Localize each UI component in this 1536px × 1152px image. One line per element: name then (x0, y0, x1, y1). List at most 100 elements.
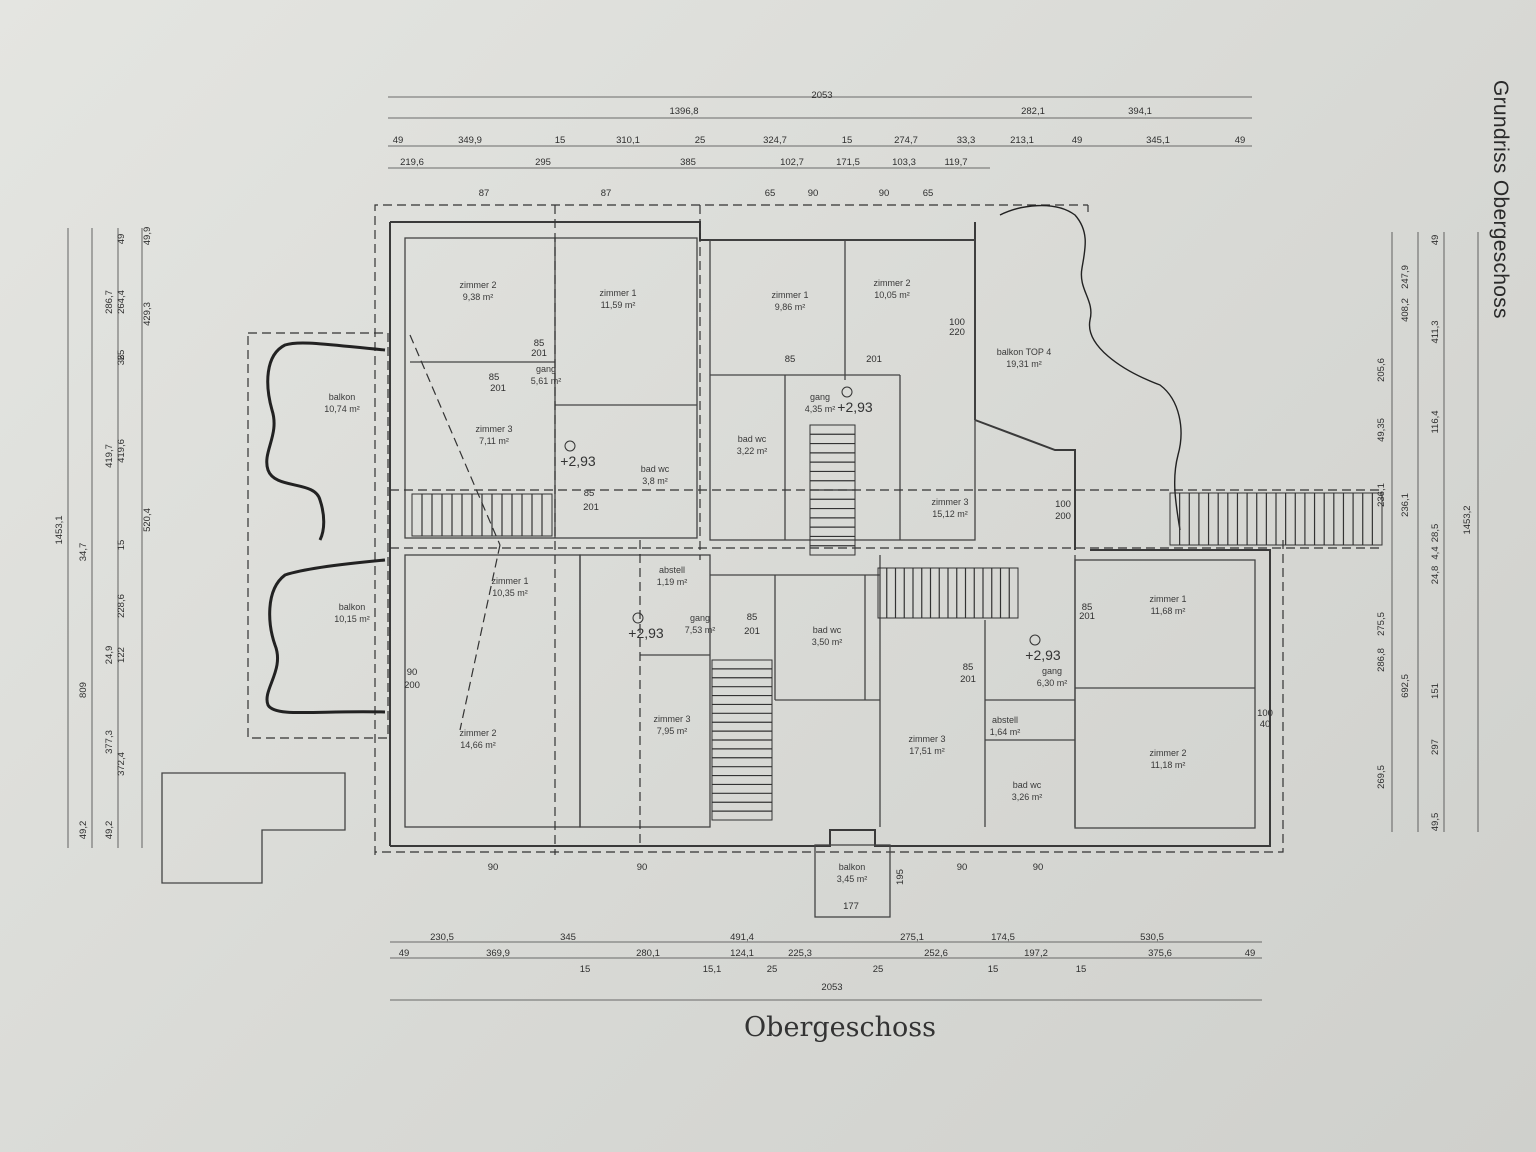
dim-opening: 90 (957, 862, 968, 873)
dim-top: 25 (695, 135, 706, 146)
room-area: 6,30 m² (1037, 678, 1068, 688)
dim-top: 49 (1072, 135, 1083, 146)
dim-opening: 90 (808, 188, 819, 199)
dim-bottom: 197,2 (1024, 948, 1048, 959)
door-size: 85 (785, 354, 796, 365)
dim-bottom: 225,3 (788, 948, 812, 959)
dim-left: 377,3 (104, 730, 115, 754)
door-size: 100 (1055, 499, 1071, 510)
room-name: abstell (659, 565, 685, 575)
dim-left-b: 264,4 (116, 290, 127, 314)
dim-bottom: 345 (560, 932, 576, 943)
door-size: 200 (404, 680, 420, 691)
dim-top: 103,3 (892, 157, 916, 168)
dim-left: 15 (116, 540, 127, 551)
room-area: 10,74 m² (324, 404, 360, 414)
dim-bottom: 25 (767, 964, 778, 975)
dim-top: 1396,8 (669, 106, 698, 117)
dim-bottom: 15 (580, 964, 591, 975)
room-name: gang (536, 364, 556, 374)
dim-left: 809 (78, 682, 89, 698)
dim-left: 24,9 (104, 646, 115, 665)
room-area: 19,31 m² (1006, 359, 1042, 369)
room-name: zimmer 3 (931, 497, 968, 507)
dim-right: 49,35 (1376, 418, 1387, 442)
dim-top: 213,1 (1010, 135, 1034, 146)
dim-top: 385 (680, 157, 696, 168)
floor-title: Obergeschoss (744, 1012, 936, 1043)
dim-top: 2053 (811, 90, 832, 101)
room-area: 3,8 m² (642, 476, 668, 486)
dim-top: 171,5 (836, 157, 860, 168)
dim-top: 349,9 (458, 135, 482, 146)
dim-top: 33,3 (957, 135, 976, 146)
level-value: +2,93 (837, 399, 873, 415)
door-size: 100 (949, 317, 965, 328)
dim-right: 269,5 (1376, 765, 1387, 789)
dim-right: 275,5 (1376, 612, 1387, 636)
dim-top: 282,1 (1021, 106, 1045, 117)
room-name: abstell (992, 715, 1018, 725)
dim-left: 520,4 (142, 508, 153, 532)
dimension-lines (67, 96, 1479, 1001)
dim-right: 286,8 (1376, 648, 1387, 672)
dim-left: 372,4 (116, 752, 127, 776)
dim-right: 1453,2 (1462, 505, 1473, 534)
room-area: 9,86 m² (775, 302, 806, 312)
dim-bottom: 530,5 (1140, 932, 1164, 943)
room-area: 11,18 m² (1151, 760, 1186, 770)
room-area: 7,11 m² (479, 436, 509, 446)
dim-right: 49 (1430, 235, 1441, 246)
dim-bottom: 275,1 (900, 932, 924, 943)
dim-top: 49 (1235, 135, 1246, 146)
room-name: bad wc (813, 625, 842, 635)
dim-left: 36 (116, 355, 127, 366)
room-area: 7,95 m² (657, 726, 688, 736)
room-name: balkon (839, 862, 866, 872)
dim-opening: 65 (765, 188, 776, 199)
level-marker-icon (564, 440, 576, 452)
dim-right: 247,9 (1400, 265, 1411, 289)
room-name: balkon TOP 4 (997, 347, 1052, 357)
room-name: zimmer 1 (771, 290, 808, 300)
room-name: bad wc (641, 464, 670, 474)
dashed-outlines (247, 204, 1380, 855)
room-area: 11,68 m² (1151, 606, 1186, 616)
room-name: zimmer 1 (599, 288, 636, 298)
dim-bottom: 15 (1076, 964, 1087, 975)
room-area: 14,66 m² (460, 740, 496, 750)
room-area: 9,38 m² (463, 292, 494, 302)
door-size: 90 (407, 667, 418, 678)
stairs (411, 424, 1383, 821)
door-size: 85 (534, 338, 545, 349)
dim-opening: 90 (637, 862, 648, 873)
dim-opening: 87 (479, 188, 490, 199)
dim-right: 49,5 (1430, 813, 1441, 832)
dim-top: 102,7 (780, 157, 804, 168)
room-area: 11,59 m² (601, 300, 636, 310)
dim-top: 295 (535, 157, 551, 168)
dim-right: 408,2 (1400, 298, 1411, 322)
dim-left: 286,7 (104, 290, 115, 314)
room-area: 3,22 m² (737, 446, 768, 456)
dim-left: 25 (116, 350, 127, 361)
dim-left-b: 49 (116, 234, 127, 245)
dim-left: 122 (116, 647, 127, 663)
door-size: 100 (1257, 708, 1273, 719)
dim-bottom: 230,5 (430, 932, 454, 943)
dim-left-b: 228,6 (116, 594, 127, 618)
door-size: 85 (963, 662, 974, 673)
dim-top: 394,1 (1128, 106, 1152, 117)
room-area: 3,50 m² (812, 637, 843, 647)
dim-opening: 90 (1033, 862, 1044, 873)
room-area: 3,26 m² (1012, 792, 1043, 802)
dim-top: 324,7 (763, 135, 787, 146)
dim-right: 692,5 (1400, 674, 1411, 698)
door-size: 85 (584, 488, 595, 499)
dim-bottom: 174,5 (991, 932, 1015, 943)
dim-left: 1453,1 (54, 515, 65, 544)
door-size: 201 (1079, 611, 1095, 622)
